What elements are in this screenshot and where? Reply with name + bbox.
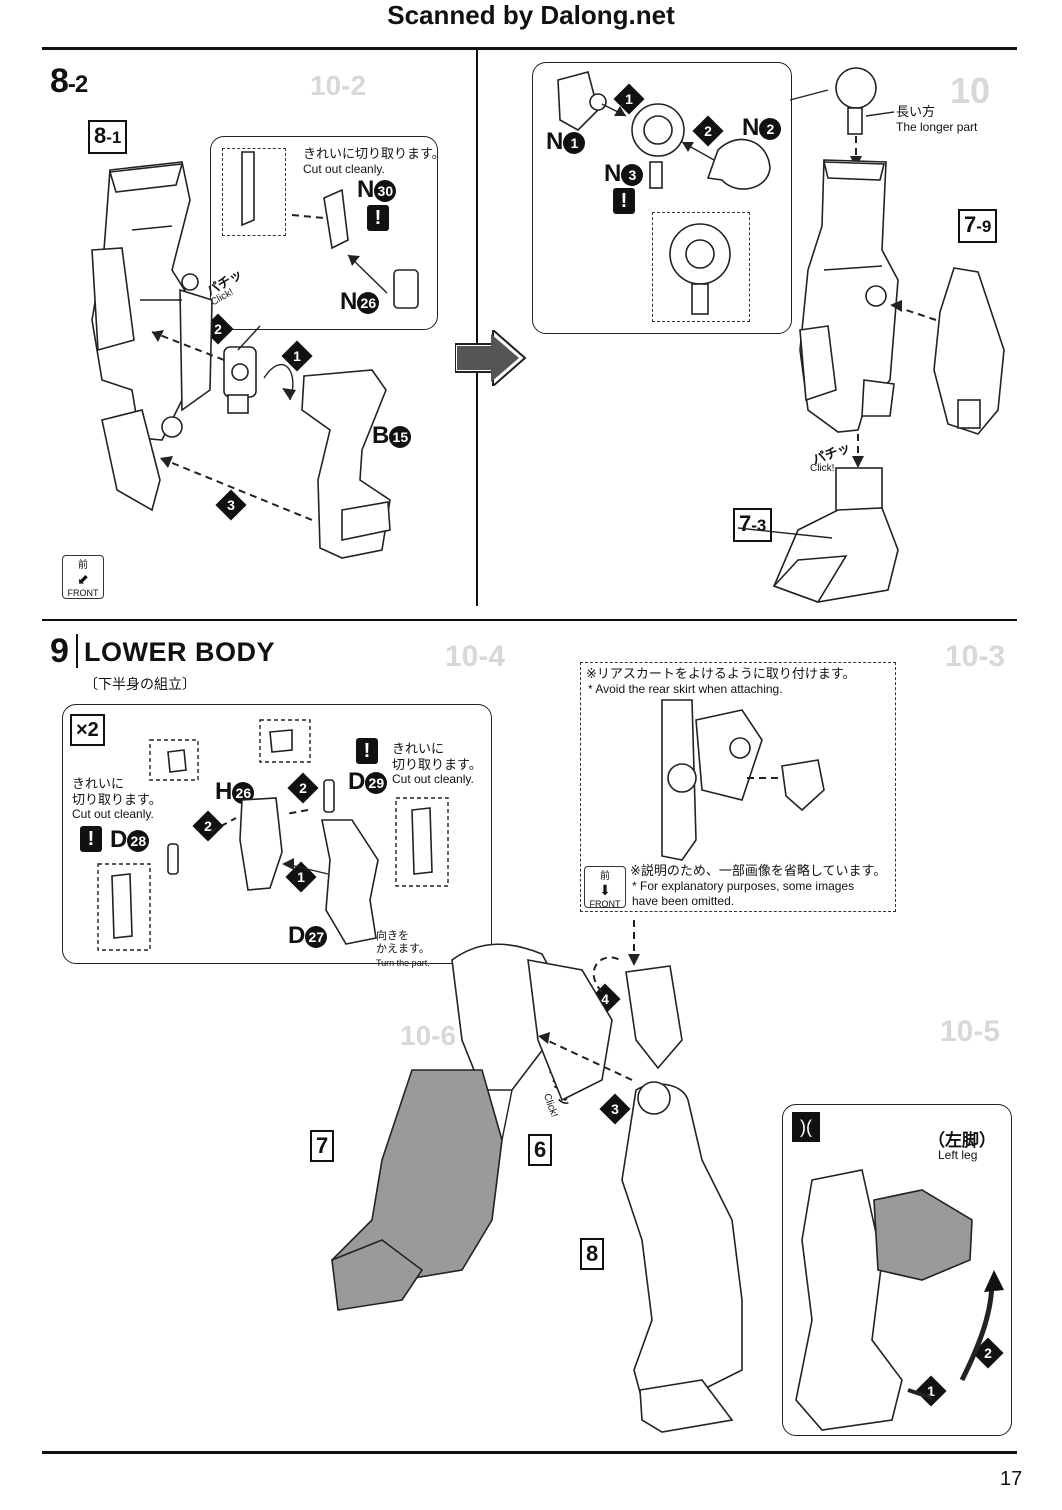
ghost-heading: 10-5 [940, 1015, 1001, 1048]
page-header: Scanned by Dalong.net [387, 0, 675, 30]
page-number: 17 [1000, 1468, 1023, 1490]
part-letter: B [372, 422, 390, 449]
warning-icon: ! [613, 188, 635, 214]
ref-tag-8: 8 [580, 1238, 605, 1270]
step-9-title: LOWER BODY [84, 637, 275, 667]
step-9-heading: 9 [50, 632, 69, 671]
click-label-en: Click! [810, 463, 835, 474]
ghost-heading: 10-2 [310, 70, 367, 101]
warning-icon: ! [367, 205, 389, 231]
multiplier-badge: ×2 [70, 714, 105, 746]
front-en: FRONT [589, 899, 621, 909]
part-number: 27 [305, 925, 328, 948]
next-step-arrow-icon [455, 330, 527, 386]
part-letter: N [546, 128, 564, 155]
longer-part-jp: 長い方 [896, 104, 936, 119]
tag-sub: -9 [976, 217, 992, 236]
ref-tag-6: 6 [528, 1134, 553, 1166]
left-note-en: Cut out cleanly. [72, 807, 154, 821]
detail-dashed-box [652, 212, 750, 322]
middle-rule [42, 619, 1017, 621]
ref-tag-7-9: 7-9 [958, 209, 998, 243]
part-number: 30 [374, 179, 397, 202]
callout-note-en: Cut out cleanly. [303, 162, 385, 176]
tag-main: 8 [94, 123, 107, 148]
part-number: 28 [127, 829, 150, 852]
ghost-heading: 10-3 [945, 640, 1006, 673]
callout-note-jp: きれいに切り取ります。 [303, 146, 445, 161]
front-jp: 前 [600, 871, 610, 882]
part-letter: N [357, 176, 375, 203]
heading-divider [76, 634, 78, 668]
step-9-title-jp: 〔下半身の組立〕 [84, 676, 196, 692]
front-arrow-icon: ⬇ [599, 882, 611, 898]
turn-note-jp: 向きを かえます。 [376, 930, 430, 955]
rear-skirt-note-box [580, 662, 896, 912]
part-number: 1 [563, 131, 586, 154]
left-note-jp: きれいに 切り取ります。 [72, 776, 162, 807]
part-letter: H [215, 778, 233, 805]
ghost-heading: 10-6 [400, 1020, 457, 1051]
step-8-2-illustration [91, 151, 419, 559]
step-10-1-illustration [557, 67, 1005, 603]
step-number: 8 [50, 62, 69, 100]
front-indicator: 前 ⬋ FRONT [62, 555, 104, 599]
longer-part-en: The longer part [896, 120, 978, 134]
ghost-heading: 10 [950, 70, 991, 111]
right-note-en: Cut out cleanly. [392, 772, 474, 786]
omit-note-jp: ※説明のため、一部画像を省略しています。 [630, 863, 887, 878]
step-sub-number: -2 [67, 71, 88, 98]
front-en: FRONT [67, 588, 99, 598]
ref-tag-7: 7 [310, 1130, 335, 1162]
detail-dashed-box [222, 148, 286, 236]
vertical-divider [476, 50, 478, 606]
front-jp: 前 [78, 560, 88, 571]
left-leg-en: Left leg [938, 1148, 978, 1162]
part-number: 26 [232, 781, 255, 804]
part-letter: N [742, 114, 760, 141]
part-letter: N [604, 160, 622, 187]
step-8-2-heading: 8-2 [50, 62, 88, 101]
tag-sub: -1 [106, 128, 122, 147]
top-rule [42, 47, 1017, 50]
omit-note-en: * For explanatory purposes, some images … [632, 879, 855, 908]
mirror-icon: )( [792, 1112, 820, 1142]
rear-note-en: * Avoid the rear skirt when attaching. [588, 682, 783, 696]
warning-icon: ! [356, 738, 378, 764]
part-number: 26 [357, 291, 380, 314]
right-note-jp: きれいに 切り取ります。 [392, 741, 482, 772]
ghost-heading: 10-4 [445, 640, 506, 673]
part-letter: D [110, 826, 128, 853]
part-letter: D [348, 768, 366, 795]
part-number: 29 [365, 771, 388, 794]
turn-note-en: Turn the part. [376, 958, 430, 968]
front-indicator: 前 ⬇ FRONT [584, 866, 626, 909]
part-letter: D [288, 922, 306, 949]
warning-icon: ! [80, 826, 102, 852]
tag-main: 7 [964, 212, 977, 237]
left-leg-jp: （左脚） [928, 1131, 996, 1150]
part-number: 15 [389, 425, 412, 448]
part-number: 2 [759, 117, 782, 140]
part-number: 3 [621, 163, 644, 186]
ref-tag-8-1: 8-1 [88, 120, 128, 154]
part-letter: N [340, 288, 358, 315]
rear-note-jp: ※リアスカートをよけるように取り付けます。 [586, 666, 856, 681]
bottom-rule [42, 1451, 1017, 1454]
step-9-illustration [97, 699, 1004, 1433]
front-arrow-icon: ⬋ [77, 571, 89, 587]
step-number: 9 [50, 632, 69, 670]
